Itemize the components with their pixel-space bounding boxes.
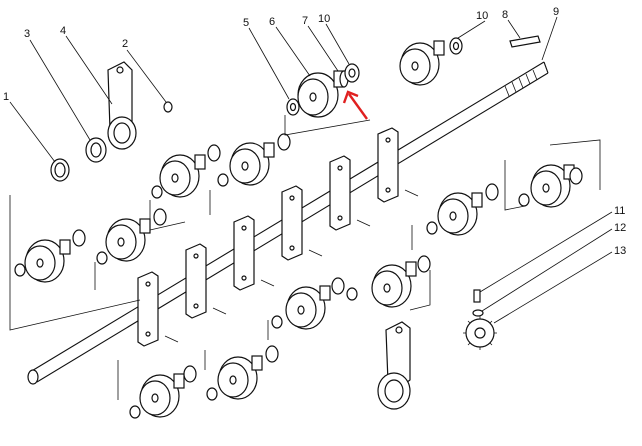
washer-1 xyxy=(50,158,70,182)
key-pin-8 xyxy=(509,35,541,48)
callout-10-top: 10 xyxy=(318,13,330,25)
highlight-arrow xyxy=(342,90,368,120)
roller-right-2 xyxy=(518,164,583,208)
callout-5: 5 xyxy=(243,17,249,29)
washer-5 xyxy=(286,98,300,116)
plate-5 xyxy=(329,155,351,231)
callout-8: 8 xyxy=(502,9,508,21)
bushing-7 xyxy=(333,70,349,88)
roller-right-1 xyxy=(426,183,499,236)
cotter-pins xyxy=(164,189,419,343)
callout-6: 6 xyxy=(269,16,275,28)
roller-left-3 xyxy=(151,144,221,199)
circlip-2 xyxy=(163,101,173,113)
arm-bracket-4 xyxy=(107,61,137,150)
leader-lines xyxy=(9,16,613,324)
roller-left-1 xyxy=(14,229,86,283)
roller-right-4 xyxy=(271,277,345,330)
callout-12: 12 xyxy=(614,222,626,234)
callout-3: 3 xyxy=(24,28,30,40)
arm-bracket-bottom xyxy=(377,321,411,410)
assembly-guide-lines xyxy=(9,115,601,400)
callout-labels: 1 2 3 4 5 6 7 8 9 10 10 11 12 13 xyxy=(3,6,626,257)
washer-10 xyxy=(344,63,360,83)
bushing-3 xyxy=(85,137,107,163)
plate-3 xyxy=(233,215,255,291)
sprocket-13 xyxy=(463,316,497,350)
callout-13: 13 xyxy=(614,245,626,257)
roller-top-right xyxy=(399,37,463,86)
roller-bottom-1 xyxy=(129,365,197,419)
callout-2: 2 xyxy=(122,38,128,50)
plate-2 xyxy=(185,243,207,319)
plate-1 xyxy=(137,271,159,347)
roller-left-2 xyxy=(96,208,167,265)
callout-10-right: 10 xyxy=(476,10,488,22)
callout-1: 1 xyxy=(3,91,9,103)
roller-bottom-2 xyxy=(206,345,279,401)
washer-12 xyxy=(472,309,484,317)
bolt-11 xyxy=(473,289,481,303)
callout-7: 7 xyxy=(302,15,308,27)
callout-11: 11 xyxy=(614,205,625,217)
plate-6 xyxy=(377,127,399,203)
callout-4: 4 xyxy=(60,25,66,37)
plate-4 xyxy=(281,185,303,261)
roller-right-3 xyxy=(346,255,431,308)
roller-left-4 xyxy=(217,133,291,187)
roller-6 xyxy=(297,72,339,118)
callout-9: 9 xyxy=(553,6,559,18)
